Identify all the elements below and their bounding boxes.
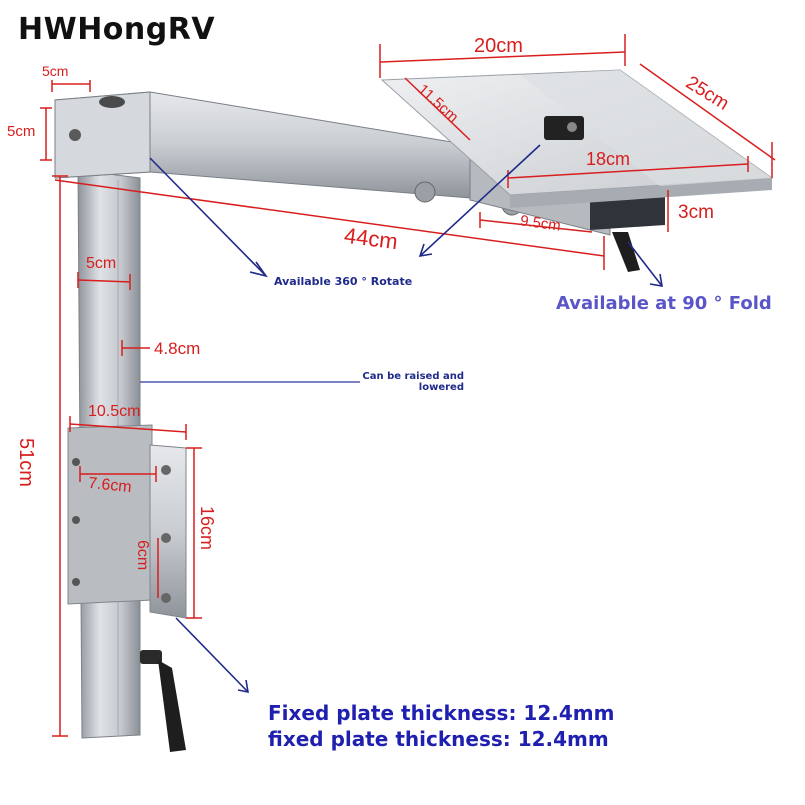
dimline-clamp-width xyxy=(479,219,593,233)
dimline-plate-width xyxy=(639,63,776,161)
table-plate xyxy=(380,69,774,208)
dim-top-width: 5cm xyxy=(42,63,69,79)
horizontal-arm xyxy=(54,91,589,225)
wall-bracket xyxy=(67,424,187,619)
dim-plate-length: 20cm xyxy=(474,35,523,57)
dim-rail-height: 3cm xyxy=(678,202,714,223)
callout-arrows xyxy=(140,144,663,694)
dim-bracket-width: 10.5cm xyxy=(88,403,141,420)
dimline-post-width xyxy=(77,279,131,283)
dim-post-width: 5cm xyxy=(86,255,117,272)
clamp-handle xyxy=(140,650,186,752)
dim-side-height: 5cm xyxy=(7,123,36,140)
dimline-plate-notch xyxy=(404,77,471,141)
dimension-lines xyxy=(40,34,776,737)
dimline-bracket-width xyxy=(69,423,187,433)
dimline-rail-length xyxy=(507,163,749,179)
dim-bracket-height: 16cm xyxy=(197,506,217,551)
dim-hole-spacing: 6cm xyxy=(134,540,151,571)
brand-logo: HWHongRV xyxy=(18,12,216,47)
arrow-rotate xyxy=(149,157,267,277)
note-fold: Available at 90 ° Fold xyxy=(556,293,772,314)
dim-post-height: 51cm xyxy=(15,438,37,487)
arrow-fold-arm xyxy=(419,144,541,257)
note-rotate: Available 360 ° Rotate xyxy=(274,275,413,288)
note-raise: Can be raised and lowered xyxy=(362,371,464,393)
thickness-line-2: fixed plate thickness: 12.4mm xyxy=(268,727,609,751)
dim-rail-length: 18cm xyxy=(586,149,631,169)
dimline-arm-length xyxy=(54,179,605,257)
dimline-plate-length xyxy=(379,51,626,63)
dim-post-inner: 4.8cm xyxy=(154,339,201,358)
arrow-thickness xyxy=(175,617,249,693)
arrow-fold xyxy=(627,241,663,287)
thickness-line-1: Fixed plate thickness: 12.4mm xyxy=(268,701,615,725)
